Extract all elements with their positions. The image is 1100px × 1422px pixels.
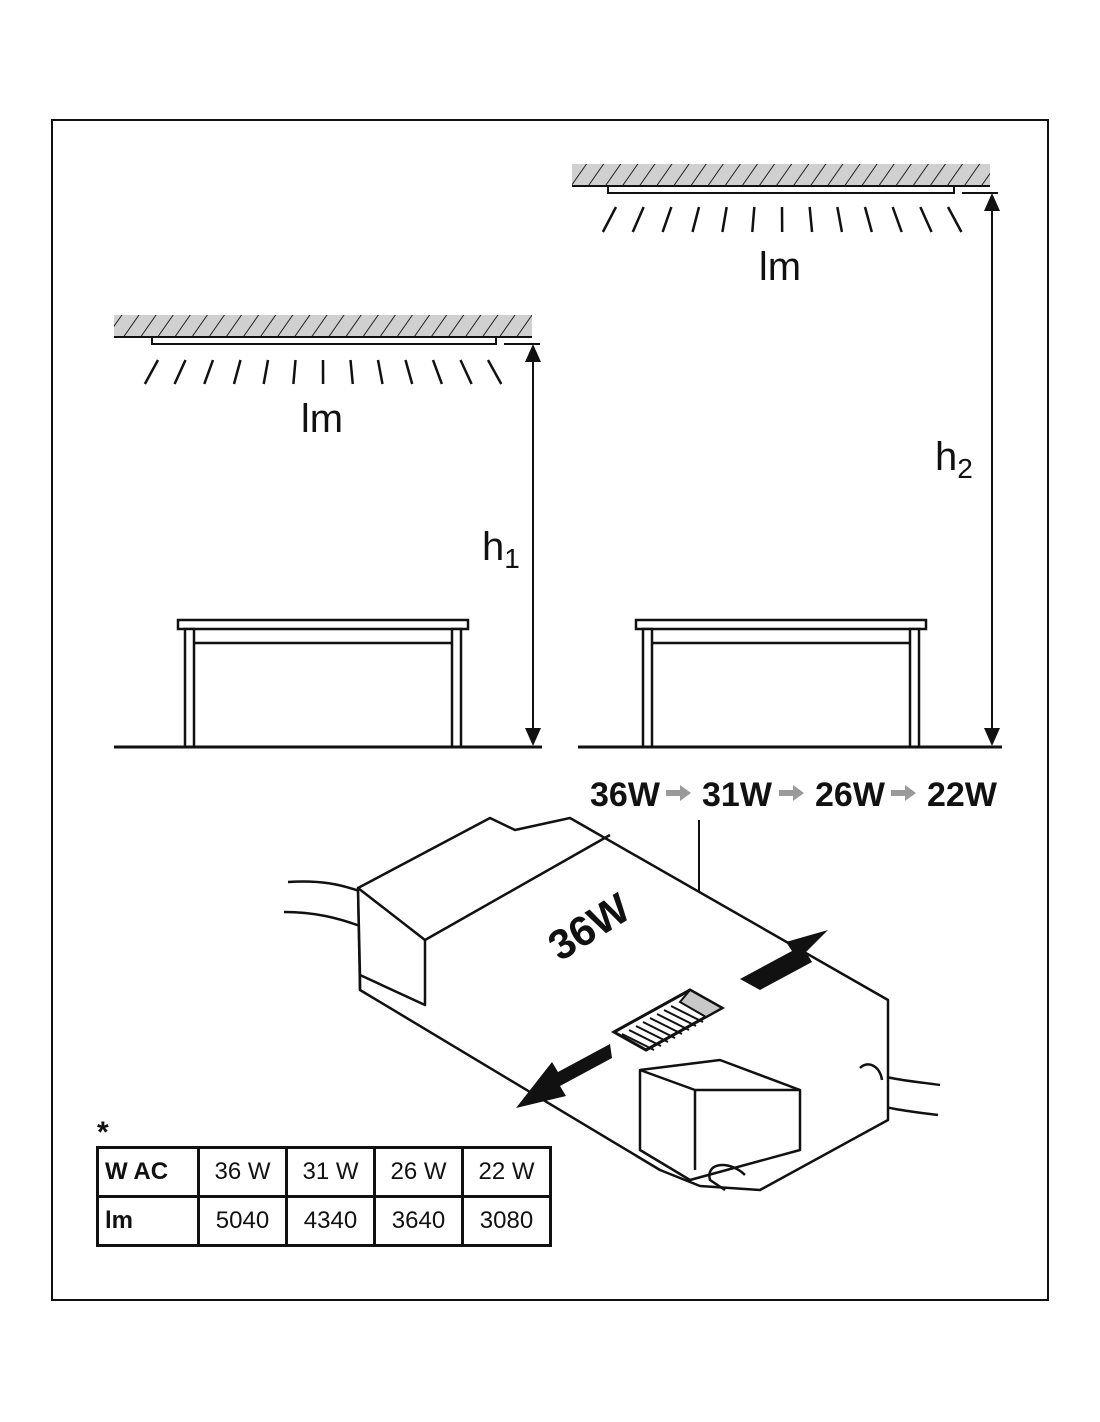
wattage-switch[interactable] bbox=[610, 988, 726, 1052]
watt-step-2: 31W bbox=[702, 776, 773, 814]
left-height-arrow bbox=[504, 343, 541, 746]
table-cell: 22 W bbox=[461, 1146, 552, 1198]
light-ray bbox=[631, 206, 645, 233]
table-row: lm 5040 4340 3640 3080 bbox=[96, 1195, 552, 1247]
table-cell: 31 W bbox=[285, 1146, 376, 1198]
light-ray bbox=[349, 359, 355, 385]
watt-step-3: 26W bbox=[815, 776, 886, 814]
light-ray bbox=[808, 206, 814, 233]
light-ray bbox=[376, 359, 384, 385]
step-arrow-icon bbox=[891, 785, 916, 801]
watt-step-4: 22W bbox=[927, 776, 998, 814]
left-light-rays bbox=[143, 359, 503, 385]
right-height-label: h2 bbox=[935, 435, 973, 484]
step-arrows bbox=[666, 785, 916, 801]
light-ray bbox=[262, 359, 270, 385]
light-ray bbox=[863, 206, 874, 233]
table-cell: 3080 bbox=[461, 1195, 552, 1247]
row-header: W AC bbox=[96, 1146, 200, 1198]
light-ray bbox=[691, 206, 701, 233]
step-arrow-icon bbox=[779, 785, 804, 801]
light-ray bbox=[404, 359, 414, 385]
table-row: W AC 36 W 31 W 26 W 22 W bbox=[96, 1146, 552, 1198]
light-ray bbox=[891, 206, 903, 233]
light-ray bbox=[459, 359, 473, 385]
right-light-rays bbox=[601, 206, 963, 233]
light-ray bbox=[203, 359, 215, 385]
footnote-marker: * bbox=[97, 1116, 109, 1149]
right-lumen-label: lm bbox=[759, 245, 801, 289]
light-ray bbox=[919, 206, 933, 233]
light-ray bbox=[143, 359, 160, 385]
led-driver bbox=[283, 816, 941, 1192]
light-ray bbox=[232, 359, 242, 385]
light-ray bbox=[601, 206, 618, 233]
wattage-steps: 36W 31W 26W 22W bbox=[590, 776, 998, 814]
light-ray bbox=[486, 359, 503, 385]
table-cell: 3640 bbox=[373, 1195, 464, 1247]
table-cell: 5040 bbox=[197, 1195, 288, 1247]
right-luminaire bbox=[607, 185, 955, 194]
watt-step-1: 36W bbox=[590, 776, 661, 814]
right-ceiling bbox=[572, 164, 990, 194]
light-ray bbox=[751, 206, 756, 233]
table-cell: 26 W bbox=[373, 1146, 464, 1198]
row-header: lm bbox=[96, 1195, 200, 1247]
frame-border bbox=[51, 119, 1049, 1301]
left-luminaire bbox=[151, 336, 497, 345]
left-table bbox=[176, 618, 470, 749]
right-table bbox=[634, 618, 928, 749]
light-ray bbox=[292, 359, 297, 385]
slide-direction-arrow bbox=[516, 930, 828, 1108]
light-ray bbox=[836, 206, 844, 233]
table-cell: 4340 bbox=[285, 1195, 376, 1247]
light-ray bbox=[661, 206, 673, 233]
light-ray bbox=[721, 206, 728, 233]
left-lumen-label: lm bbox=[301, 397, 343, 441]
light-ray bbox=[173, 359, 187, 385]
left-ceiling bbox=[114, 315, 532, 345]
step-arrow-icon bbox=[666, 785, 691, 801]
right-height-arrow bbox=[962, 192, 1000, 746]
left-height-label: h1 bbox=[482, 525, 520, 574]
wattage-lumen-table: W AC 36 W 31 W 26 W 22 W lm 5040 4340 36… bbox=[96, 1146, 552, 1247]
light-ray bbox=[946, 206, 963, 233]
table-cell: 36 W bbox=[197, 1146, 288, 1198]
light-ray bbox=[431, 359, 444, 385]
